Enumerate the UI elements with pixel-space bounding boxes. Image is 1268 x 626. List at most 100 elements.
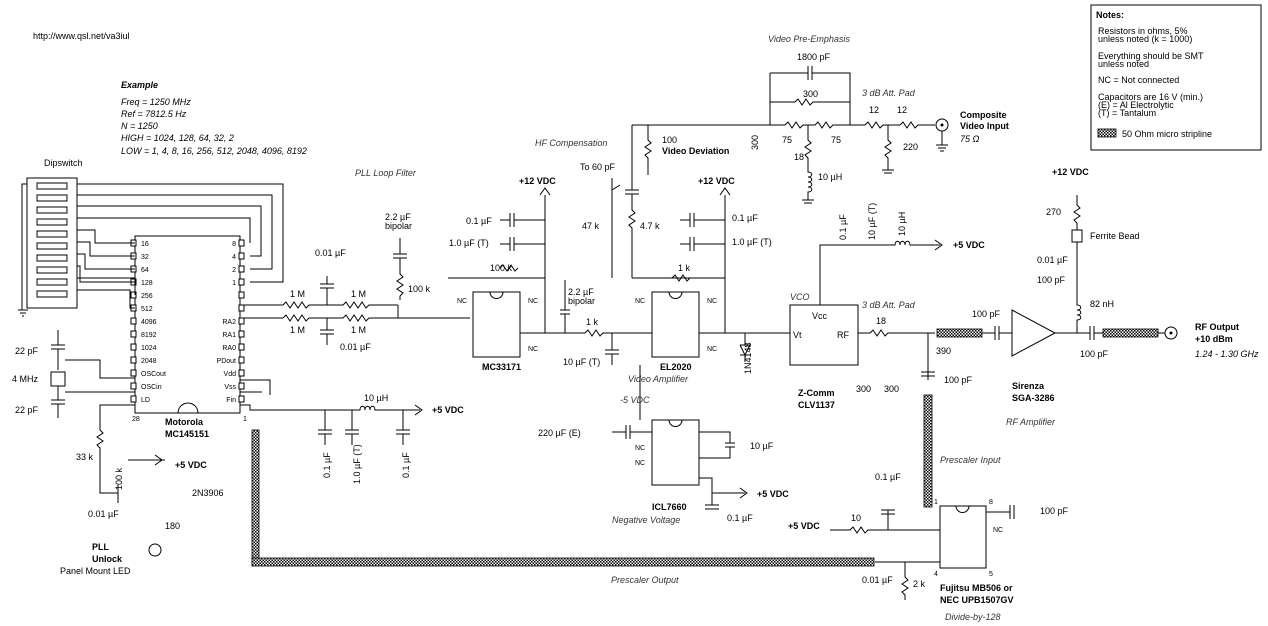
rf-amplifier: Sirenza SGA-3286 RF Amplifier 100 pF RF … — [1006, 167, 1259, 427]
chip-power: +5 VDC 10 µH 0.1 µF 1.0 µF (T) 0.1 µF — [240, 379, 464, 484]
mc145151-chip: 1632641282565124096819210242048OSCoutOSC… — [130, 235, 247, 439]
svg-text:10 µF: 10 µF — [750, 441, 774, 451]
dipswitch-key — [36, 254, 68, 262]
svg-text:10: 10 — [851, 513, 861, 523]
chip-pin-label: Vdd — [224, 371, 237, 378]
svg-text:1 M: 1 M — [290, 325, 305, 335]
svg-text:Dipswitch: Dipswitch — [44, 158, 83, 168]
svg-text:0.01 µF: 0.01 µF — [340, 342, 371, 352]
svg-text:Ref = 7812.5 Hz: Ref = 7812.5 Hz — [121, 109, 187, 119]
svg-text:+5 VDC: +5 VDC — [788, 521, 820, 531]
svg-text:300: 300 — [884, 384, 899, 394]
svg-text:0.1 µF: 0.1 µF — [727, 513, 753, 523]
chip-pin — [238, 369, 245, 377]
dipswitch-key — [36, 230, 68, 238]
chip-pin — [238, 382, 245, 390]
svg-text:RF Amplifier: RF Amplifier — [1006, 417, 1056, 427]
dipswitch-key — [36, 278, 68, 286]
svg-text:+10 dBm: +10 dBm — [1195, 334, 1233, 344]
svg-text:+5 VDC: +5 VDC — [757, 489, 789, 499]
notes-line: unless noted — [1098, 59, 1149, 69]
prescaler-output-line: Prescaler Output — [251, 429, 875, 585]
svg-text:0.1 µF: 0.1 µF — [732, 213, 758, 223]
svg-text:RF: RF — [837, 330, 849, 340]
svg-text:Ferrite Bead: Ferrite Bead — [1090, 231, 1140, 241]
svg-text:HIGH = 1024, 128, 64, 32, 2: HIGH = 1024, 128, 64, 32, 2 — [121, 133, 234, 143]
chip-pin-label: PDout — [217, 358, 237, 365]
svg-text:33 k: 33 k — [76, 452, 94, 462]
svg-text:+12 VDC: +12 VDC — [1052, 167, 1089, 177]
svg-text:10 µH: 10 µH — [818, 172, 842, 182]
chip-pin-label: 1024 — [141, 345, 157, 352]
svg-text:Video Deviation: Video Deviation — [662, 146, 729, 156]
svg-text:NC: NC — [993, 527, 1003, 534]
svg-text:RF Output: RF Output — [1195, 322, 1239, 332]
svg-text:MC33171: MC33171 — [482, 362, 521, 372]
svg-text:0.1 µF: 0.1 µF — [838, 214, 848, 240]
chip-pin-label: 16 — [141, 241, 149, 248]
svg-text:NEC UPB1507GV: NEC UPB1507GV — [940, 595, 1014, 605]
svg-text:Panel Mount LED: Panel Mount LED — [60, 566, 131, 576]
svg-text:4 MHz: 4 MHz — [12, 374, 39, 384]
chip-pin-label: Vss — [224, 384, 236, 391]
svg-text:22 pF: 22 pF — [15, 405, 39, 415]
chip-pin-label: 8 — [232, 241, 236, 248]
svg-text:0.1 µF: 0.1 µF — [466, 216, 492, 226]
svg-text:MC145151: MC145151 — [165, 429, 209, 439]
dipswitch-key — [36, 182, 68, 190]
chip-pin-label: 32 — [141, 254, 149, 261]
svg-text:10 µF (T): 10 µF (T) — [867, 203, 877, 240]
svg-text:bipolar: bipolar — [385, 221, 412, 231]
svg-text:100 k: 100 k — [114, 467, 124, 490]
chip-pin-label: 256 — [141, 293, 153, 300]
chip-pin — [238, 278, 245, 286]
notes-line: NC = Not connected — [1098, 75, 1179, 85]
chip-pin — [238, 395, 245, 403]
svg-text:NC: NC — [635, 445, 645, 452]
dipswitch-key — [36, 266, 68, 274]
svg-text:NC: NC — [528, 346, 538, 353]
svg-text:3 dB Att. Pad: 3 dB Att. Pad — [862, 88, 916, 98]
svg-text:VCO: VCO — [790, 292, 810, 302]
chip-pin — [130, 356, 137, 364]
video-pre-emphasis: Video Pre-Emphasis 1800 pF 300 3 dB Att.… — [750, 34, 1009, 204]
svg-text:1N4148: 1N4148 — [743, 342, 753, 374]
notes-line: (E) = Al Electrolytic — [1098, 100, 1174, 110]
chip-pin — [238, 343, 245, 351]
svg-text:Video Pre-Emphasis: Video Pre-Emphasis — [768, 34, 850, 44]
svg-text:300: 300 — [856, 384, 871, 394]
svg-text:NC: NC — [635, 460, 645, 467]
notes-line: unless noted (k = 1000) — [1098, 34, 1192, 44]
svg-text:1: 1 — [243, 416, 247, 423]
chip-pin-label: 128 — [141, 280, 153, 287]
svg-text:8: 8 — [989, 499, 993, 506]
svg-text:75: 75 — [782, 135, 792, 145]
svg-text:+5 VDC: +5 VDC — [432, 405, 464, 415]
pll-loop-filter: PLL Loop Filter 1 M 1 M 1 M 1 M 0.01 µF … — [240, 168, 470, 352]
svg-text:Sirenza: Sirenza — [1012, 381, 1045, 391]
prescaler-chip: 1 8 4 5 NC Fujitsu MB506 or NEC UPB1507G… — [788, 472, 1069, 622]
svg-text:NC: NC — [528, 298, 538, 305]
svg-text:bipolar: bipolar — [568, 296, 595, 306]
example-block: Example Freq = 1250 MHz Ref = 7812.5 Hz … — [121, 80, 307, 156]
svg-text:10 µH: 10 µH — [897, 212, 907, 236]
svg-text:LOW = 1, 4, 8, 16, 256, 512, 2: LOW = 1, 4, 8, 16, 256, 512, 2048, 4096,… — [121, 146, 307, 156]
chip-pin-label: LD — [141, 397, 150, 404]
chip-pin — [130, 330, 137, 338]
svg-text:EL2020: EL2020 — [660, 362, 692, 372]
svg-text:75 Ω: 75 Ω — [960, 134, 980, 144]
svg-text:4: 4 — [934, 571, 938, 578]
dip-wiring — [77, 183, 284, 309]
svg-text:2 k: 2 k — [913, 579, 926, 589]
svg-text:18: 18 — [876, 316, 886, 326]
chip-pin-label: RA1 — [222, 332, 236, 339]
chip-pin — [238, 239, 245, 247]
video-deviation: HF Compensation 100 Video Deviation To 6… — [535, 124, 770, 278]
svg-text:0.1 µF: 0.1 µF — [875, 472, 901, 482]
svg-text:1 M: 1 M — [351, 289, 366, 299]
svg-text:100 pF: 100 pF — [1080, 349, 1109, 359]
chip-pin-label: 8192 — [141, 332, 157, 339]
svg-text:220: 220 — [903, 142, 918, 152]
notes-line: Capacitors are 16 V (min.) — [1098, 92, 1203, 102]
svg-text:1 M: 1 M — [290, 289, 305, 299]
